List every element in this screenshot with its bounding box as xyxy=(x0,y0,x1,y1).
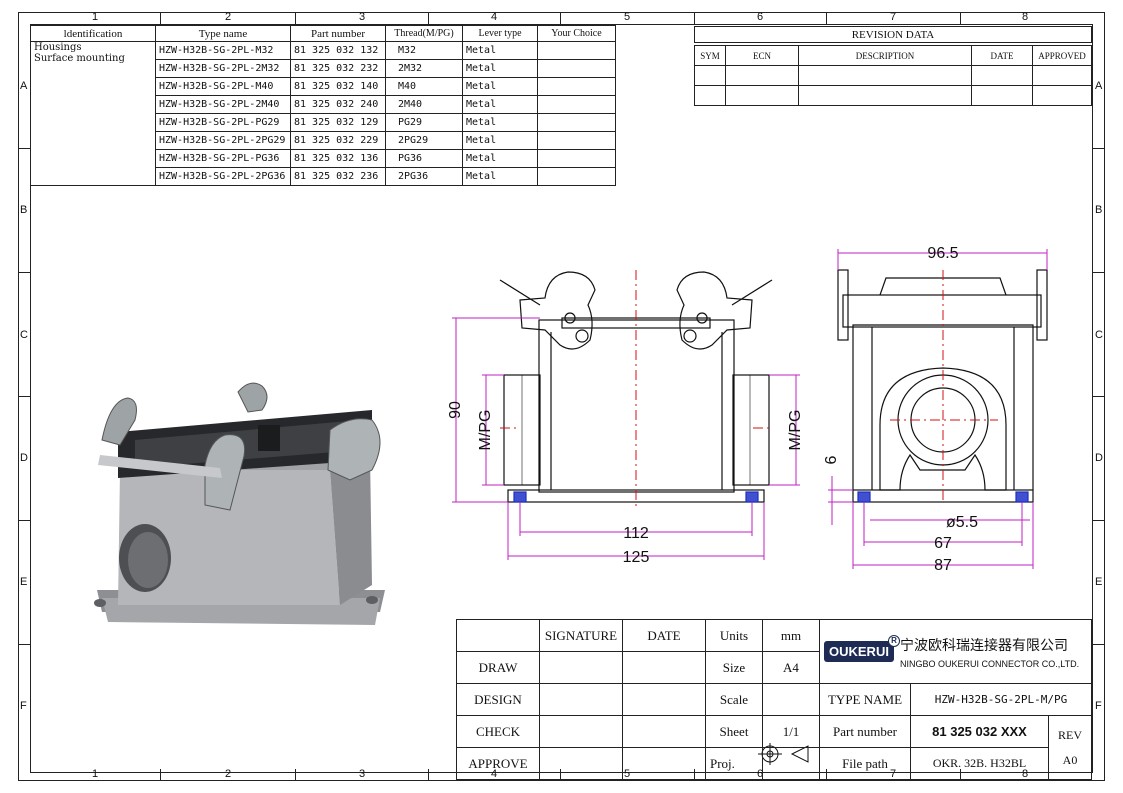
tb-type-name-value: HZW-H32B-SG-2PL-M/PG xyxy=(910,683,1092,716)
zone-label-top-7: 7 xyxy=(890,11,897,23)
zone-label-right-D: D xyxy=(1095,452,1103,464)
tb-units-value: mm xyxy=(762,619,820,652)
zone-label-bottom-1: 1 xyxy=(92,768,99,780)
dim-side-base: 87 xyxy=(934,557,952,574)
tb-scale-value xyxy=(762,683,820,716)
tb-design: DESIGN xyxy=(456,683,540,716)
title-block: SIGNATURE DATE Units mm OUKERUI R 宁波欧科瑞连… xyxy=(456,619,1092,780)
dim-inner-width: 112 xyxy=(623,525,649,542)
zone-label-left-C: C xyxy=(20,329,28,341)
tb-signature: SIGNATURE xyxy=(539,619,623,652)
logo-text: OUKERUI xyxy=(829,644,889,659)
zone-label-bottom-2: 2 xyxy=(225,768,232,780)
tb-proj-label: Proj. xyxy=(705,747,763,780)
zone-label-bottom-3: 3 xyxy=(359,768,366,780)
registered-mark-icon: R xyxy=(887,635,900,647)
zone-label-top-1: 1 xyxy=(92,11,99,23)
zone-label-right-C: C xyxy=(1095,329,1103,341)
tb-size-value: A4 xyxy=(762,651,820,684)
tb-part-number-label: Part number xyxy=(819,715,911,748)
part-number-cell: 81 325 032 236 xyxy=(290,167,386,186)
company-name-cn: 宁波欧科瑞连接器有限公司 xyxy=(899,637,1068,654)
your-choice-cell[interactable] xyxy=(537,167,616,186)
zone-label-top-2: 2 xyxy=(225,11,232,23)
zone-label-top-3: 3 xyxy=(359,11,366,23)
dim-side-width: 96.5 xyxy=(927,245,958,262)
side-centerlines xyxy=(890,270,998,500)
tb-file-path-label: File path xyxy=(819,747,911,780)
tb-size-label: Size xyxy=(705,651,763,684)
dim-base-thickness: 6 xyxy=(823,455,840,464)
tb-rev-label: REV xyxy=(1058,727,1082,742)
company-logo: OUKERUI R xyxy=(824,635,900,662)
zone-label-left-E: E xyxy=(20,576,28,588)
zone-label-top-4: 4 xyxy=(491,11,498,23)
zone-label-top-8: 8 xyxy=(1022,11,1029,23)
zone-label-top-6: 6 xyxy=(757,11,764,23)
tb-part-number-value: 81 325 032 XXX xyxy=(910,715,1049,748)
front-view xyxy=(499,271,773,503)
tb-date: DATE xyxy=(622,619,706,652)
tb-sheet-label: Sheet xyxy=(705,715,763,748)
zone-label-right-F: F xyxy=(1095,700,1102,712)
revision-title: REVISION DATA xyxy=(694,26,1092,43)
zone-label-right-E: E xyxy=(1095,576,1103,588)
dim-hole-spacing: 67 xyxy=(934,535,952,552)
tb-approve: APPROVE xyxy=(456,747,540,780)
tb-scale-label: Scale xyxy=(705,683,763,716)
tb-draw: DRAW xyxy=(456,651,540,684)
dim-hole-diameter: ø5.5 xyxy=(946,514,978,531)
housing-3d-rendering xyxy=(94,382,385,625)
identification-table: ldentification Type name Part number Thr… xyxy=(30,25,616,186)
front-dimensions xyxy=(452,317,800,560)
zone-label-left-A: A xyxy=(20,80,28,92)
identification-line: Surface mounting xyxy=(34,53,125,64)
zone-label-right-B: B xyxy=(1095,204,1103,216)
front-centerlines xyxy=(500,270,772,510)
zone-label-top-5: 5 xyxy=(624,11,631,23)
identification-line: Housings xyxy=(34,42,82,53)
thread-cell: 2PG36 xyxy=(385,167,463,186)
tb-sheet-value: 1/1 xyxy=(762,715,820,748)
tb-units-label: Units xyxy=(705,619,763,652)
tb-check: CHECK xyxy=(456,715,540,748)
tb-file-path-value: OKR. 32B. H32BL xyxy=(910,747,1049,780)
side-dimensions xyxy=(828,249,1048,569)
zone-label-left-F: F xyxy=(20,700,27,712)
zone-label-left-D: D xyxy=(20,452,28,464)
dim-height: 90 xyxy=(447,401,464,419)
dim-thread-left: M/PG xyxy=(477,410,494,451)
revision-table: SYM ECN DESCRIPTION DATE APPROVED xyxy=(694,45,1092,106)
dim-thread-right: M/PG xyxy=(787,410,804,451)
zone-label-left-B: B xyxy=(20,204,28,216)
dim-outer-width: 125 xyxy=(623,549,650,566)
company-name-en: NINGBO OUKERUI CONNECTOR CO.,LTD. xyxy=(899,658,1080,669)
tb-type-name-label: TYPE NAME xyxy=(819,683,911,716)
zone-label-right-A: A xyxy=(1095,80,1103,92)
tb-rev-value: A0 xyxy=(1062,752,1078,767)
